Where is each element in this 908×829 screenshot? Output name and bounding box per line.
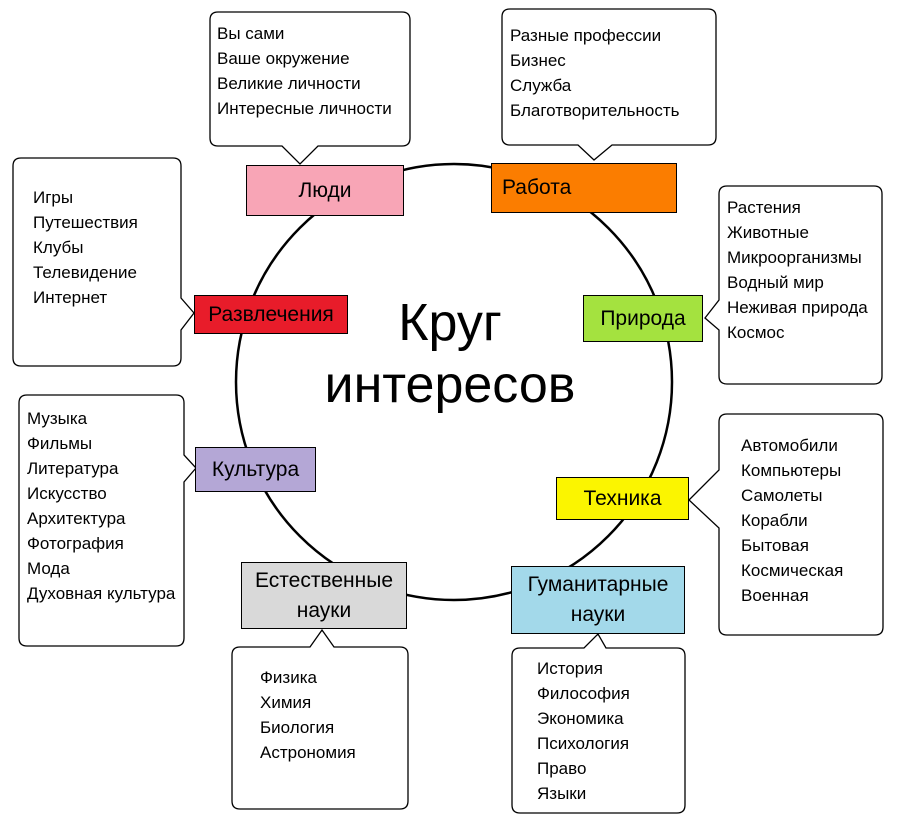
list-item: Интернет — [33, 288, 108, 307]
list-item: Военная — [741, 586, 809, 605]
list-item: Компьютеры — [741, 461, 842, 480]
list-item: Животные — [727, 223, 809, 242]
list-item: Игры — [33, 188, 74, 207]
list-item: Служба — [510, 76, 572, 95]
label-humanities: Гуманитарные науки — [511, 566, 685, 634]
title-line-2: интересов — [324, 356, 576, 414]
list-item: Духовная культура — [27, 584, 176, 603]
label-work: Работа — [491, 163, 677, 213]
title-line-1: Круг — [398, 294, 502, 352]
main-circle — [234, 162, 674, 602]
list-item: Биология — [260, 718, 335, 737]
list-item: Бизнес — [510, 51, 566, 70]
list-item: Космическая — [741, 561, 844, 580]
label-natural-sciences: Естественные науки — [241, 562, 407, 629]
label-tech: Техника — [556, 477, 689, 520]
label-natural-sciences-line-1: Естественные — [254, 568, 394, 592]
list-item: Корабли — [741, 511, 808, 530]
list-item: Музыка — [27, 409, 88, 428]
list-item: История — [537, 659, 603, 678]
label-culture: Культура — [195, 447, 316, 492]
label-nature: Природа — [583, 295, 703, 342]
list-item: Растения — [727, 198, 801, 217]
list-item: Фотография — [27, 534, 124, 553]
list-item: Право — [537, 759, 587, 778]
list-people: Вы сами Ваше окружение Великие личности … — [217, 21, 392, 121]
list-item: Телевидение — [33, 263, 137, 282]
list-work: Разные профессии Бизнес Служба Благотвор… — [510, 23, 680, 123]
callout-nature — [704, 185, 883, 385]
list-item: Бытовая — [741, 536, 809, 555]
label-humanities-line-2: науки — [570, 603, 626, 626]
list-item: Космос — [727, 323, 785, 342]
list-humanities: История Философия Экономика Психология П… — [537, 656, 630, 806]
list-item: Микроорганизмы — [727, 248, 862, 267]
list-item: Ваше окружение — [217, 49, 350, 68]
list-item: Литература — [27, 459, 119, 478]
label-humanities-line-1: Гуманитарные — [527, 573, 669, 596]
diagram-title: Круг интересов — [300, 292, 600, 416]
label-people: Люди — [246, 165, 404, 216]
list-item: Языки — [537, 784, 587, 803]
callout-culture — [18, 394, 197, 647]
list-item: Путешествия — [33, 213, 138, 232]
list-tech: Автомобили Компьютеры Самолеты Корабли Б… — [741, 433, 843, 608]
list-item: Клубы — [33, 238, 84, 257]
list-item: Психология — [537, 734, 630, 753]
label-entertainment: Развлечения — [194, 295, 348, 334]
list-item: Интересные личности — [217, 99, 392, 118]
callout-humanities — [511, 632, 686, 814]
list-item: Астрономия — [260, 743, 356, 762]
list-item: Благотворительность — [510, 101, 680, 120]
callout-people — [209, 11, 411, 165]
list-item: Архитектура — [27, 509, 126, 528]
callout-natural-sciences — [231, 628, 409, 810]
label-natural-sciences-line-2: науки — [296, 598, 352, 622]
callout-entertainment — [12, 157, 195, 367]
callout-work — [501, 8, 717, 161]
list-item: Автомобили — [741, 436, 838, 455]
list-entertainment: Игры Путешествия Клубы Телевидение Интер… — [33, 185, 138, 310]
list-item: Великие личности — [217, 74, 361, 93]
list-item: Философия — [537, 684, 630, 703]
list-item: Неживая природа — [727, 298, 868, 317]
list-nature: Растения Животные Микроорганизмы Водный … — [727, 195, 868, 345]
list-item: Химия — [260, 693, 312, 712]
list-culture: Музыка Фильмы Литература Искусство Архит… — [27, 406, 175, 606]
list-item: Водный мир — [727, 273, 824, 292]
list-natural-sciences: Физика Химия Биология Астрономия — [260, 665, 356, 765]
list-item: Экономика — [537, 709, 624, 728]
list-item: Фильмы — [27, 434, 93, 453]
list-item: Вы сами — [217, 24, 285, 43]
list-item: Искусство — [27, 484, 107, 503]
list-item: Мода — [27, 559, 70, 578]
callout-tech — [688, 413, 884, 636]
list-item: Физика — [260, 668, 317, 687]
list-item: Самолеты — [741, 486, 823, 505]
list-item: Разные профессии — [510, 26, 662, 45]
